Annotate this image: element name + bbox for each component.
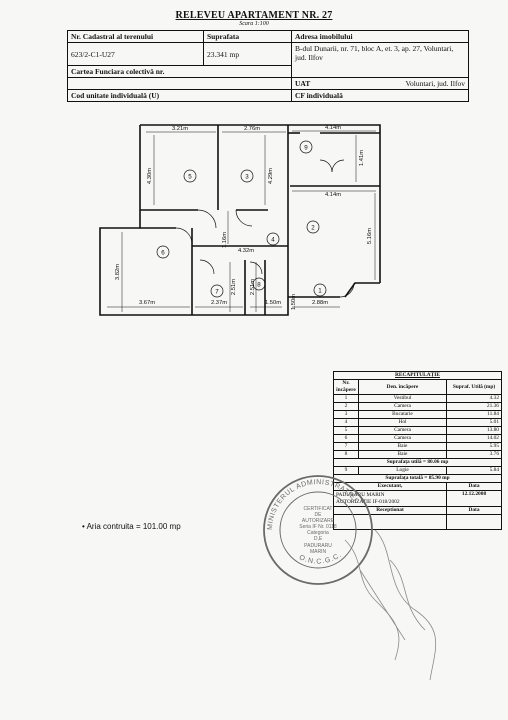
dim-label: 4.32m xyxy=(238,248,254,254)
stamp-line: D,E xyxy=(314,536,323,542)
stamp-line: Categoria xyxy=(307,530,329,536)
stamp-line: DE xyxy=(315,512,323,518)
dim-label: 4.14m xyxy=(325,125,341,131)
dim-label: 2.76m xyxy=(244,126,260,132)
stamp-line: MARIN xyxy=(310,549,327,555)
receptionat-date-empty xyxy=(445,514,503,530)
address-value: B-dul Dunarii, nr. 71, bloc A, et. 3, ap… xyxy=(291,42,469,78)
recap-table: RECAPITULAȚIE Nr. încăpere Den. încăpere… xyxy=(332,371,503,530)
room-number-8: 8 xyxy=(257,282,261,289)
room-number-5: 5 xyxy=(188,174,192,181)
room-number-7: 7 xyxy=(215,289,219,296)
uat-value: Voluntari, jud. Ilfov xyxy=(405,79,465,88)
dim-label: 4.29m xyxy=(268,168,274,184)
dim-label: 3.67m xyxy=(139,300,155,306)
data-label-2: Data xyxy=(445,506,503,515)
carte-funciara-label: Cartea Funciara colectivă nr. xyxy=(67,65,292,78)
dimension-labels: 3.21m 2.76m 4.14m 1.41m 4.30m 4.29m 4.14… xyxy=(115,125,373,310)
executant-authorization: AUTORIZATIE IF-018/2002 xyxy=(336,498,400,505)
door-swings xyxy=(175,159,355,298)
header-table: Nr. Cadastral al terenului Suprafata Adr… xyxy=(67,30,469,102)
stamp-line: CERTIFICAT xyxy=(304,506,333,512)
uat-label: UAT xyxy=(295,79,311,88)
dim-label: 1.16m xyxy=(222,232,228,248)
room-number-6: 6 xyxy=(161,250,165,257)
recap-head-nr: Nr. încăpere xyxy=(333,379,359,395)
cf-individuala-label: CF individuală xyxy=(291,89,469,102)
signature-scribble xyxy=(344,529,437,681)
dim-label: 2.51m xyxy=(250,279,256,295)
room-number-2: 2 xyxy=(311,225,315,232)
dimension-lines xyxy=(107,130,376,312)
room-number-1: 1 xyxy=(318,288,322,295)
stamp-line: PADURARU xyxy=(304,543,332,549)
room-number-3: 3 xyxy=(245,174,249,181)
recap-title: RECAPITULAȚIE xyxy=(332,371,503,380)
supraf-utila: Suprafața utilă = 80.06 mp xyxy=(332,458,503,467)
room-numbers: 1 2 3 4 5 6 7 8 9 xyxy=(161,145,322,296)
dim-label: 1.50m xyxy=(291,294,297,310)
plan-walls xyxy=(99,124,381,316)
dim-label: 5.16m xyxy=(367,228,373,244)
dim-label: 3.21m xyxy=(172,126,188,132)
dim-label: 3.82m xyxy=(115,264,121,280)
dim-label: 2.37m xyxy=(211,300,227,306)
recap-head-supraf: Supraf. Utilă (mp) xyxy=(445,379,503,395)
dim-label: 1.50m xyxy=(265,300,281,306)
dim-label: 1.41m xyxy=(359,150,365,166)
recap-head-den: Den. încăpere xyxy=(358,379,447,395)
stamp-line: AUTORIZARE xyxy=(302,518,335,524)
scale-label: Scara 1:100 xyxy=(239,21,269,27)
dim-label: 4.14m xyxy=(325,192,341,198)
dim-label: 2.88m xyxy=(312,300,328,306)
room-number-circles xyxy=(156,140,327,298)
executant-name: PADURARU MARIN xyxy=(336,491,385,498)
stamp-line: Seria IF Nr. 0118 xyxy=(299,524,337,530)
data-label: Data xyxy=(445,482,503,491)
executant-date: 12.12.2008 xyxy=(445,490,503,507)
official-stamp: MINISTERUL ADMINISTRATIEI O.N.C.G.C. CER… xyxy=(263,475,373,585)
dim-label: 2.51m xyxy=(231,279,237,295)
aria-construita: • Aria contruita = 101.00 mp xyxy=(82,522,181,531)
room-number-4: 4 xyxy=(271,237,275,244)
page-title: RELEVEU APARTAMENT NR. 27 xyxy=(175,10,333,21)
room-number-9: 9 xyxy=(304,145,308,152)
dim-label: 4.30m xyxy=(147,168,153,184)
